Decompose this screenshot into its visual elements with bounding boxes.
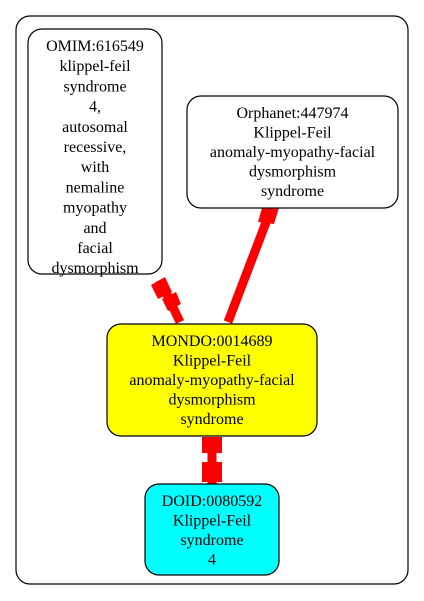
edge-mondo-doid-arrowtail	[202, 437, 222, 453]
node-omim-line: OMIM:616549	[46, 38, 144, 55]
node-mondo-line: Klippel-Feil	[173, 353, 252, 370]
edge-orphanet-mondo-arrowhead	[258, 208, 279, 224]
node-doid-line: 4	[208, 552, 216, 569]
node-orphanet-box	[186, 95, 399, 209]
node-orphanet-line: syndrome	[261, 183, 324, 200]
node-omim-line: nemaline	[66, 179, 125, 196]
node-mondo-line: dysmorphism	[168, 392, 256, 409]
node-mondo-box	[106, 323, 318, 437]
node-omim-line: facial	[77, 240, 113, 257]
node-mondo-line: syndrome	[180, 411, 243, 428]
node-orphanet-line: anomaly-myopathy-facial	[210, 144, 376, 161]
node-omim-line: recessive,	[64, 139, 127, 156]
node-omim-line: klippel-feil	[59, 58, 131, 75]
node-omim-line: syndrome	[63, 78, 126, 95]
edge-omim-mondo-arrowtail	[162, 292, 181, 311]
node-omim-line: autosomal	[62, 119, 128, 136]
node-doid-line: Klippel-Feil	[173, 513, 252, 530]
node-omim-line: 4,	[89, 99, 101, 116]
node-doid-line: syndrome	[180, 532, 243, 549]
node-omim: OMIM:616549 klippel-feil syndrome 4, autosom…	[27, 28, 163, 277]
edge-omim-mondo-arrowhead	[151, 277, 172, 299]
node-mondo-line: MONDO:0014689	[152, 333, 273, 350]
node-omim-label: OMIM:616549 klippel-feil syndrome 4, autosom…	[46, 38, 144, 277]
node-omim-line: with	[81, 159, 109, 176]
node-doid-line: DOID:0080592	[162, 493, 262, 510]
cluster-frame	[15, 15, 409, 585]
edge-orphanet-mondo	[223, 208, 279, 324]
edge-mondo-doid-arrowhead	[202, 462, 222, 482]
node-omim-line: dysmorphism	[51, 260, 139, 277]
node-doid-box	[144, 483, 280, 576]
node-omim-box	[27, 28, 163, 275]
node-omim-line: and	[83, 220, 106, 237]
edge-mondo-doid	[202, 437, 222, 484]
node-orphanet-line: dysmorphism	[249, 164, 337, 181]
node-omim-line: myopathy	[63, 200, 127, 217]
node-orphanet-line: Klippel-Feil	[253, 125, 332, 142]
node-orphanet-line: Orphanet:447974	[237, 105, 349, 122]
edges	[151, 208, 279, 484]
edge-omim-mondo	[151, 277, 185, 324]
node-mondo-line: anomaly-myopathy-facial	[129, 372, 295, 389]
